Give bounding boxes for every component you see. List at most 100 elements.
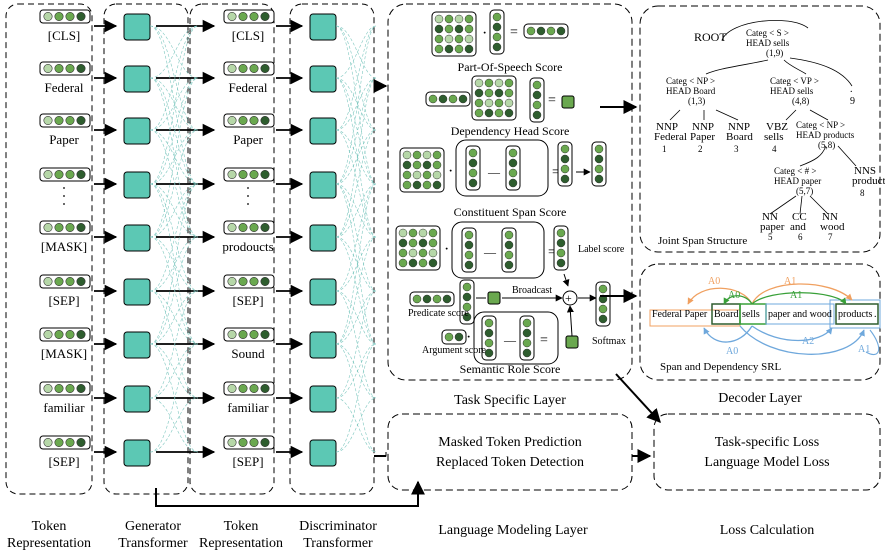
srl-arc-label-top: A1 [784, 276, 797, 287]
minus-op: — [503, 333, 517, 347]
token-vector-1 [39, 327, 91, 342]
token-vector-1 [39, 274, 91, 289]
eq-op: = [510, 25, 518, 40]
label-vec-a [461, 227, 477, 273]
task-specific-frame [387, 3, 633, 381]
token-vector-2 [223, 381, 275, 396]
lm-box-frame [387, 413, 633, 491]
loss-box-frame [653, 413, 881, 491]
tree-word: Paper [690, 131, 716, 143]
srl-arc-label-top: A0 [728, 290, 741, 301]
span-out [557, 141, 573, 187]
eq-op: = [548, 93, 556, 108]
np-head: HEAD Board [666, 86, 716, 96]
tree-word: Board [726, 131, 753, 143]
minus-op: — [487, 165, 501, 179]
vp-head: HEAD sells [770, 86, 814, 96]
leaf-word: wood [820, 221, 845, 233]
generator-block [123, 385, 151, 413]
srl-arc-label-bottom: A0 [726, 346, 739, 357]
dep-vector-1 [425, 91, 471, 107]
dep-matrix [471, 75, 517, 121]
token-label-1-0: [CLS] [47, 28, 81, 43]
eq-op: = [548, 245, 556, 260]
ellipsis-dot [247, 203, 249, 205]
h-head: HEAD paper [774, 176, 822, 186]
token-label-2-8: [SEP] [232, 454, 264, 469]
token-vector-2 [223, 167, 275, 182]
label-diff-bracket [451, 221, 545, 279]
tree-word: sells [764, 131, 784, 143]
discriminator-column-frame [289, 3, 375, 495]
token-vector-2 [223, 435, 275, 450]
token-label-1-8: [SEP] [48, 454, 80, 469]
srl-word: Board [714, 309, 739, 320]
token-label-1-4: [MASK] [40, 239, 88, 254]
srl-decoder-label: Span and Dependency SRL [660, 361, 782, 373]
s-span: (1,9) [766, 48, 784, 58]
loss-box-line2: Language Model Loss [704, 455, 830, 470]
tree-tag: NNP [728, 121, 751, 133]
srl-word: . [874, 309, 877, 320]
pos-matrix [431, 11, 477, 57]
leaf-index: 6 [798, 232, 803, 242]
leaf-word: paper [760, 221, 785, 233]
arg-vector [441, 329, 467, 345]
generator-column-frame [103, 3, 189, 495]
caption-loss: Loss Calculation [719, 523, 815, 538]
ellipsis-dot [247, 195, 249, 197]
srl-word: sells [742, 309, 760, 320]
span-matrix [399, 147, 445, 193]
generator-to-lm-arrow [155, 480, 425, 507]
srl-arc-label-bottom: A1 [858, 344, 871, 355]
discriminator-block [309, 171, 337, 199]
joint-span-label: Joint Span Structure [658, 235, 748, 247]
caption-discriminator: Discriminator Transformer [299, 519, 377, 551]
products-word: products [852, 175, 885, 187]
eq-op: = [540, 333, 548, 348]
vp-span: (4,8) [792, 96, 810, 106]
token-label-2-5: [SEP] [232, 293, 264, 308]
tree-nine: 9 [850, 96, 855, 107]
softmax-vector [595, 281, 611, 327]
tree-index: 4 [772, 144, 777, 154]
token-vector-1 [39, 113, 91, 128]
token-vector-1 [39, 167, 91, 182]
discriminator-block [309, 65, 337, 93]
srl-sentence-graphic [649, 283, 881, 356]
srl-frame [639, 263, 881, 381]
span-vec-b [505, 145, 521, 191]
loss-box-line1: Task-specific Loss [714, 435, 820, 450]
discriminator-block [309, 13, 337, 41]
nns-tag: NNS [854, 165, 877, 177]
token-label-1-1: Federal [44, 80, 84, 95]
leaf-word: and [790, 221, 806, 233]
minus-op: — [483, 245, 497, 259]
caption-token-rep-1: Token Representation [7, 519, 91, 551]
arg-vec-a [481, 315, 497, 361]
discriminator-block [309, 439, 337, 467]
tree-index: 1 [662, 144, 667, 154]
np2-categ: Categ < NP > [796, 120, 846, 130]
ellipsis-dot [63, 187, 65, 189]
tree-index: 3 [734, 144, 739, 154]
ellipsis-dot [63, 203, 65, 205]
lm-box-line2: Replaced Token Detection [435, 455, 585, 470]
dep-score-label: Dependency Head Score [450, 124, 570, 138]
discriminator-block [309, 331, 337, 359]
tree-tag: VBZ [766, 121, 788, 133]
leaf-tag: CC [792, 211, 807, 223]
token-label-2-1: Federal [228, 80, 268, 95]
s-categ: Categ < S > [746, 28, 789, 38]
generator-block [123, 224, 151, 252]
discriminator-block [309, 278, 337, 306]
srl-arc-label-top: A0 [708, 276, 721, 287]
generator-block [123, 65, 151, 93]
caption-token-rep-2: Token Representation [199, 519, 283, 551]
lm-box-line1: Masked Token Prediction [438, 435, 582, 450]
pos-score-label: Part-Of-Speech Score [457, 60, 563, 74]
caption-generator: Generator Transformer [118, 519, 188, 551]
softmax-text: Softmax [592, 336, 626, 347]
discriminator-block [309, 385, 337, 413]
